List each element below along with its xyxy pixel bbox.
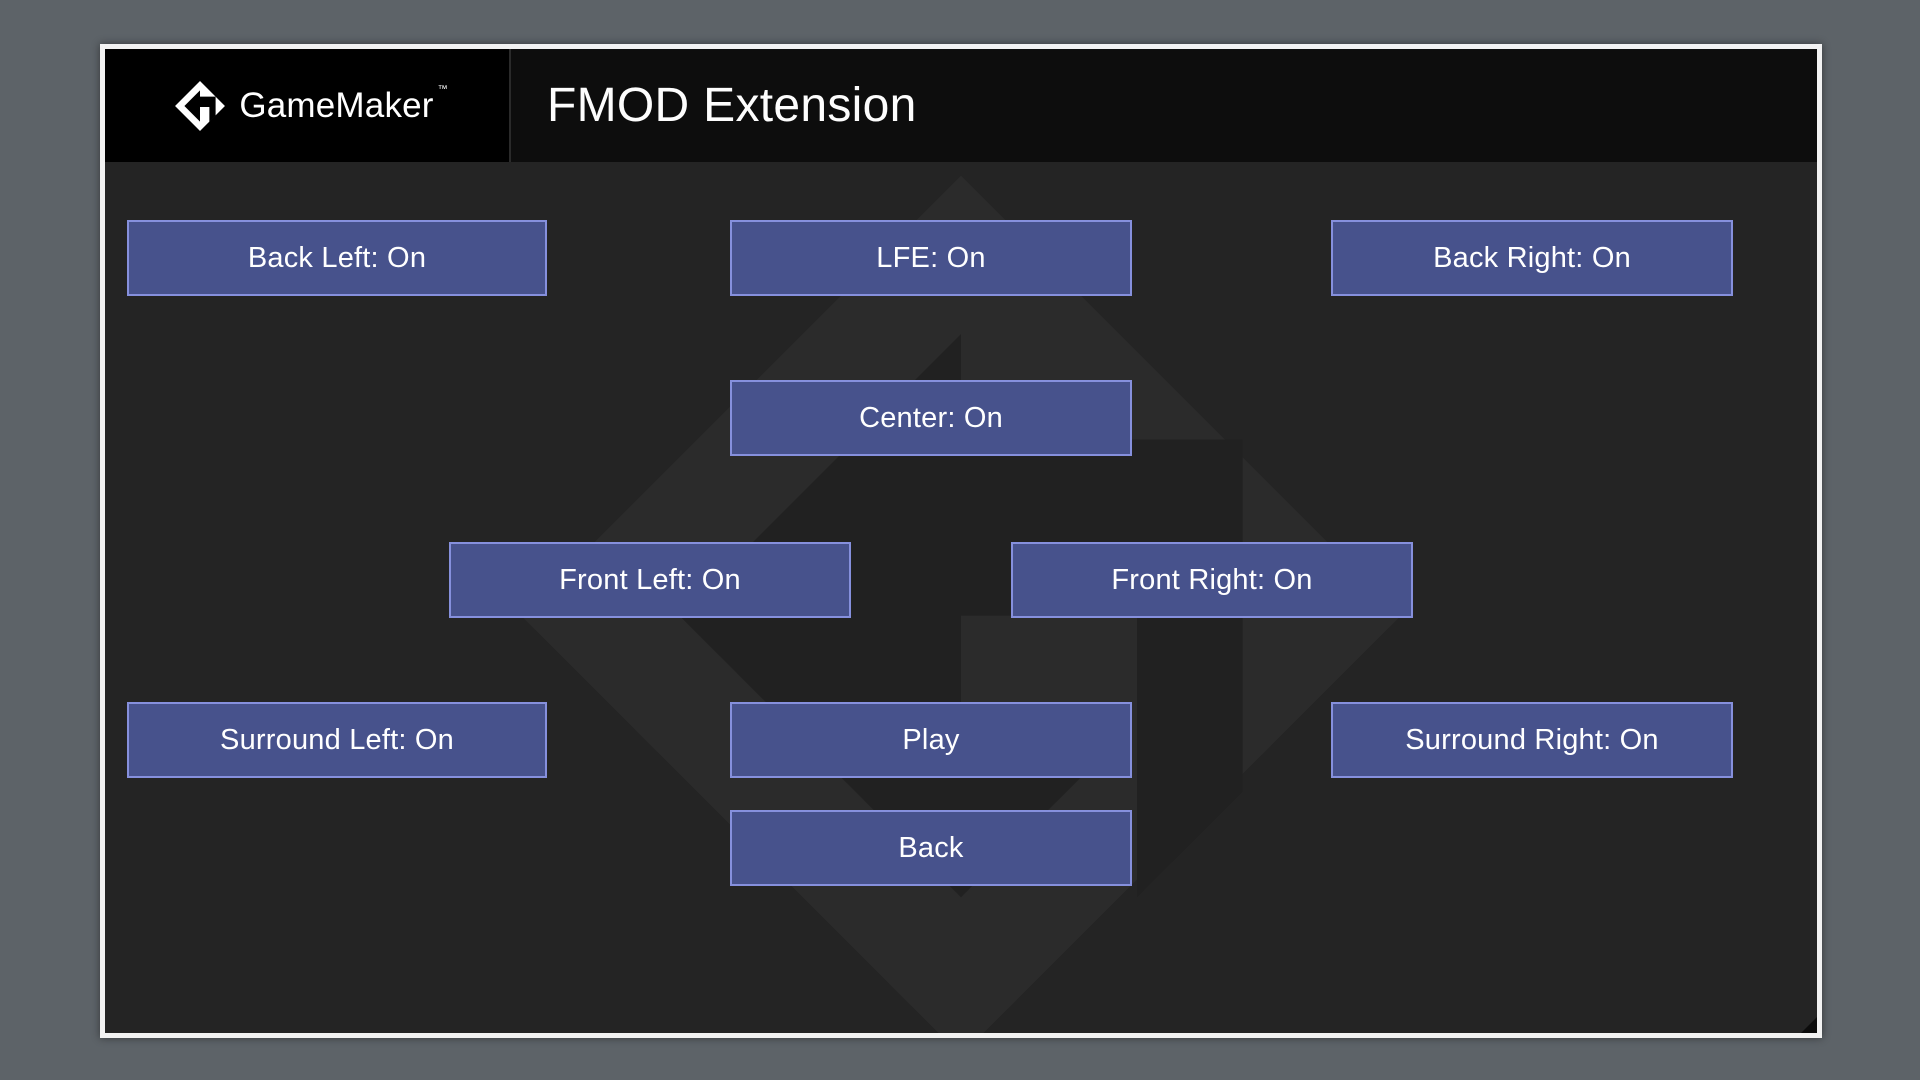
resize-grip[interactable] <box>1801 1017 1817 1033</box>
button-back-right[interactable]: Back Right: On <box>1331 220 1733 296</box>
game-window: GameMaker ™ FMOD Extension Back Left: On… <box>100 44 1822 1038</box>
button-surround-right-label: Surround Right: On <box>1405 723 1659 756</box>
gamemaker-logo-lockup: GameMaker ™ <box>174 80 448 132</box>
button-center-label: Center: On <box>859 401 1003 434</box>
button-surround-left[interactable]: Surround Left: On <box>127 702 547 778</box>
button-front-left[interactable]: Front Left: On <box>449 542 851 618</box>
button-front-right-label: Front Right: On <box>1111 563 1313 596</box>
button-play-label: Play <box>902 723 960 756</box>
game-stage: Back Left: On LFE: On Back Right: On Center… <box>105 162 1817 1033</box>
gamemaker-wordmark: GameMaker ™ <box>239 85 447 125</box>
button-center[interactable]: Center: On <box>730 380 1132 456</box>
gamemaker-wordmark-text: GameMaker <box>239 86 434 125</box>
button-lfe-label: LFE: On <box>876 241 986 274</box>
page-title: FMOD Extension <box>547 79 917 132</box>
button-back-left[interactable]: Back Left: On <box>127 220 547 296</box>
trademark-symbol: ™ <box>437 84 448 95</box>
button-back[interactable]: Back <box>730 810 1132 886</box>
button-surround-right[interactable]: Surround Right: On <box>1331 702 1733 778</box>
button-back-left-label: Back Left: On <box>247 241 427 274</box>
button-surround-left-label: Surround Left: On <box>220 723 454 756</box>
button-front-left-label: Front Left: On <box>559 563 741 596</box>
button-back-label: Back <box>898 831 964 864</box>
button-lfe[interactable]: LFE: On <box>730 220 1132 296</box>
window-header: GameMaker ™ FMOD Extension <box>105 49 1817 162</box>
button-front-right[interactable]: Front Right: On <box>1011 542 1413 618</box>
gamemaker-diamond-logo-icon <box>175 80 226 131</box>
button-back-right-label: Back Right: On <box>1433 241 1631 274</box>
button-play[interactable]: Play <box>730 702 1132 778</box>
logo-panel: GameMaker ™ <box>105 49 511 162</box>
